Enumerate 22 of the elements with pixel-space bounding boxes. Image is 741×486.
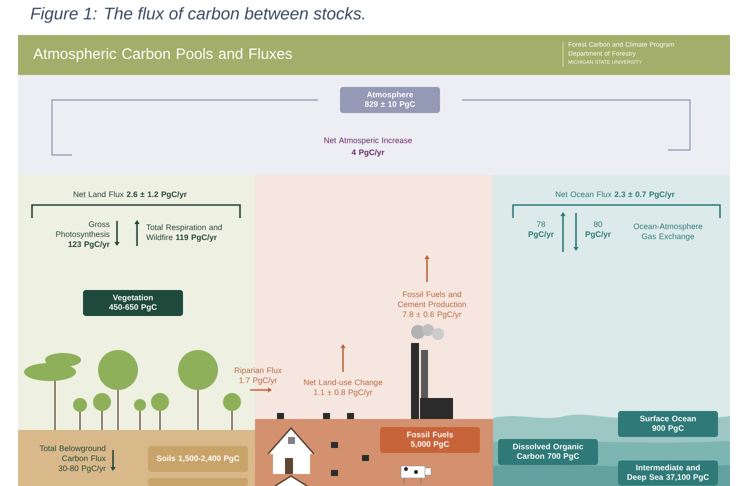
flux-label: 78 PgC/yr [528, 221, 554, 239]
header-title: Atmospheric Carbon Pools and Fluxes [33, 48, 292, 62]
pool-box: Atmosphere 829 ± 10 PgC [340, 87, 440, 113]
flux-label: Gross Photosynthesis 123 PgC/yr [56, 221, 110, 249]
figure-title: Figure 1: The flux of carbon between stocks. [30, 7, 364, 23]
flux-label: Net Land-use Change 1.1 ± 0.8 PgC/yr [304, 379, 382, 397]
flux-label: Total Belowground Carbon Flux 30-80 PgC/yr [40, 445, 106, 473]
flux-label: Riparian Flux 1.7 PgC/yr [234, 367, 282, 385]
pool-box: Soils 1,500-2,400 PgC [148, 446, 248, 472]
pool-box: Fossil Fuels 5,000 PgC [380, 427, 480, 453]
flux-label: Net Land Flux 2.6 ± 1.2 PgC/yr [74, 191, 187, 199]
pool-box: Vegetation 450-650 PgC [83, 290, 183, 316]
pool-box: Intermediate and Deep Sea 37,100 PgC [618, 460, 718, 486]
flux-label: Fossil Fuels and Cement Production 7.8 ± 0.6 PgC/yr [398, 291, 466, 319]
flux-label: Total Respiration and Wildfire 119 PgC/yr [146, 224, 222, 242]
flux-label: Ocean-Atmosphere Gas Exchange [634, 223, 702, 241]
pool-box: Surface Ocean 900 PgC [618, 411, 718, 437]
pool-box: Dissolved Organic Carbon 700 PgC [498, 439, 598, 465]
flux-label: 80 PgC/yr [586, 221, 611, 239]
flux-label: Net Atmosperic Increase [324, 137, 412, 145]
flux-value: 4 PgC/yr [352, 149, 384, 157]
flux-label: Net Ocean Flux 2.3 ± 0.7 PgC/yr [556, 191, 675, 199]
